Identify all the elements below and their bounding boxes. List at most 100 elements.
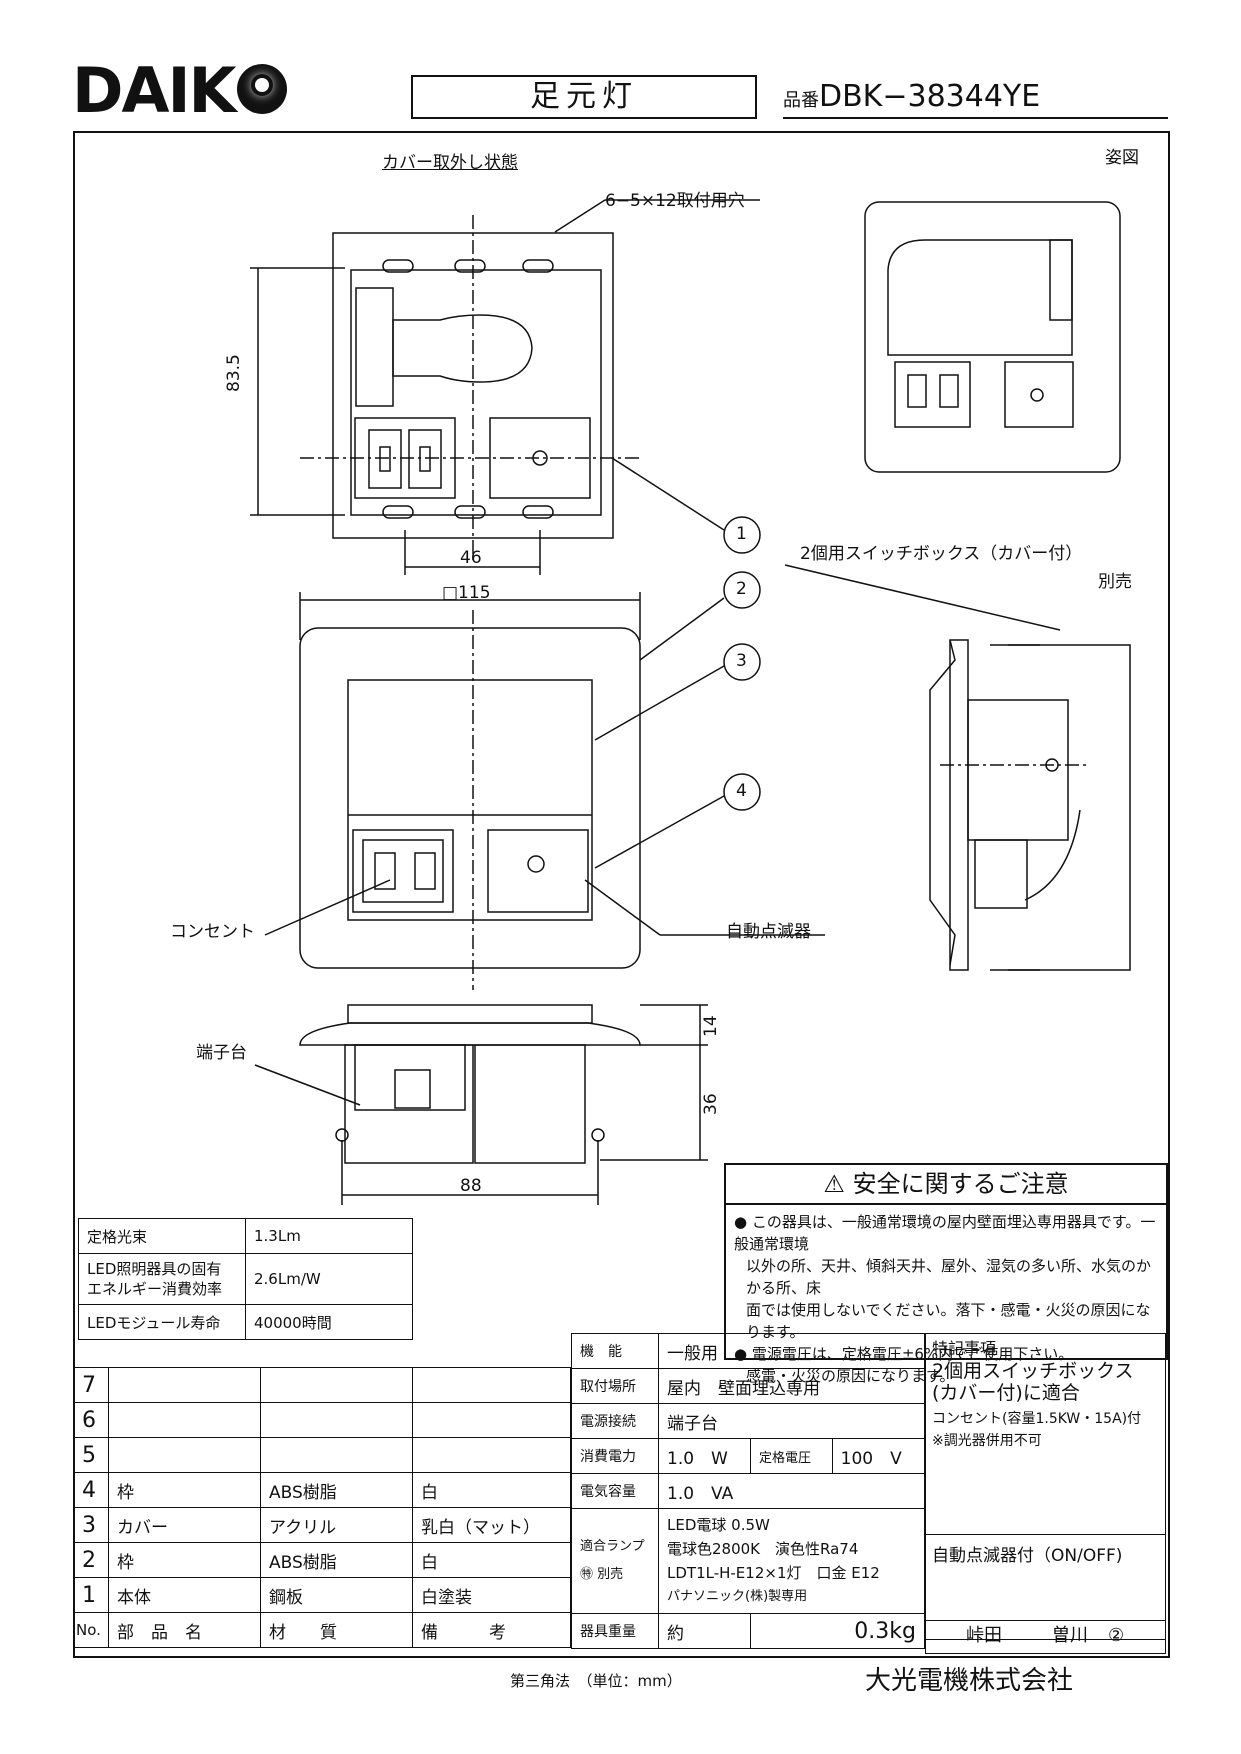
caution-box: ⚠ 安全に関するご注意 ● この器具は、一般通常環境の屋内壁面埋込専用器具です。… xyxy=(724,1163,1168,1385)
auto-switch-label: 自動点滅器 xyxy=(726,922,811,942)
cell: 器具重量 xyxy=(571,1613,659,1649)
signature-row: 峠田 曽川 ② xyxy=(925,1620,1166,1654)
caution-title: ⚠ 安全に関するご注意 xyxy=(726,1165,1166,1205)
dim-46: 46 xyxy=(460,548,482,568)
revision-mark: ② xyxy=(1108,1625,1125,1646)
outlet-label: コンセント xyxy=(170,922,255,942)
cell: 4 xyxy=(73,1472,109,1508)
cell: 2.6Lm/W xyxy=(245,1253,413,1305)
signature-2: 曽川 xyxy=(1052,1625,1088,1646)
top-view-cover-removed xyxy=(300,215,640,560)
cell: 1.0 VA xyxy=(658,1473,925,1509)
switch-box-label: 2個用スイッチボックス（カバー付） xyxy=(800,544,1083,564)
cell: 消費電力 xyxy=(571,1438,659,1474)
cell: 0.3kg xyxy=(750,1613,925,1649)
callout-1: 1 xyxy=(736,524,747,544)
drawing-frame xyxy=(73,131,1170,1658)
cell: 6 xyxy=(73,1402,109,1438)
mounting-holes xyxy=(382,259,554,519)
table-header-row: No.部 品 名材 質備 考 xyxy=(73,1612,571,1648)
company-name: 大光電機株式会社 xyxy=(865,1666,1074,1696)
table-row: 5 xyxy=(73,1437,571,1473)
cell xyxy=(412,1367,571,1403)
cell: 100 V xyxy=(831,1438,926,1474)
cell xyxy=(260,1367,413,1403)
cell: 部 品 名 xyxy=(108,1612,261,1648)
cell xyxy=(108,1437,261,1473)
table-row: 電源接続端子台 xyxy=(571,1403,925,1439)
cell: 電気容量 xyxy=(571,1473,659,1509)
cell: 端子台 xyxy=(658,1403,925,1439)
cell: 鋼板 xyxy=(260,1577,413,1613)
table-row: 取付場所屋内 壁面埋込専用 xyxy=(571,1368,925,1404)
cell: ABS樹脂 xyxy=(260,1542,413,1578)
cell: 定格電圧 xyxy=(750,1438,833,1474)
cell: 本体 xyxy=(108,1577,261,1613)
cell: 機 能 xyxy=(571,1333,659,1369)
cell: カバー xyxy=(108,1507,261,1543)
cell: 材 質 xyxy=(260,1612,413,1648)
cell: 40000時間 xyxy=(245,1304,413,1340)
model-underline xyxy=(783,117,1168,119)
cell: アクリル xyxy=(260,1507,413,1543)
cell: 乳白（マット） xyxy=(412,1507,571,1543)
front-view xyxy=(299,610,641,990)
cell: 電源接続 xyxy=(571,1403,659,1439)
cover-removed-label: カバー取外し状態 xyxy=(382,153,518,173)
cell: 屋内 壁面埋込専用 xyxy=(658,1368,925,1404)
cell: 1 xyxy=(73,1577,109,1613)
dim-115: □115 xyxy=(442,583,491,603)
notes-title: 特記事項 xyxy=(932,1339,997,1358)
callout-4: 4 xyxy=(736,781,747,801)
cell: 取付場所 xyxy=(571,1368,659,1404)
model-number: 品番DBK−38344YE xyxy=(783,79,1041,114)
dim-14: 14 xyxy=(701,1015,721,1037)
cell: 5 xyxy=(73,1437,109,1473)
cell xyxy=(260,1437,413,1473)
logo-sun-icon xyxy=(236,64,287,114)
cell: 1.0 W xyxy=(657,1438,752,1474)
note-line: 自動点滅器付（ON/OFF) xyxy=(926,1534,1165,1577)
terminal-label: 端子台 xyxy=(196,1043,247,1063)
cell xyxy=(108,1367,261,1403)
cell: 2 xyxy=(73,1542,109,1578)
projection-note: 第三角法 （単位：mm） xyxy=(510,1672,682,1690)
note-line: コンセント(容量1.5KW・15A)付 xyxy=(932,1411,1142,1427)
cell: 白塗装 xyxy=(412,1577,571,1613)
perspective-view xyxy=(864,201,1121,473)
signature-1: 峠田 xyxy=(966,1625,1002,1646)
dim-36: 36 xyxy=(701,1093,721,1115)
cell: 約 xyxy=(657,1613,752,1649)
callout-2: 2 xyxy=(736,579,747,599)
cell: 一般用 xyxy=(658,1333,925,1369)
dim-83-5: 83.5 xyxy=(224,354,244,392)
cell: LEDモジュール寿命 xyxy=(78,1304,246,1340)
cell: 枠 xyxy=(108,1472,261,1508)
cell: 枠 xyxy=(108,1542,261,1578)
cell xyxy=(108,1402,261,1438)
cell: 3 xyxy=(73,1507,109,1543)
cell: 白 xyxy=(412,1542,571,1578)
side-view xyxy=(299,1004,641,1164)
product-title: 足元灯 xyxy=(411,75,757,119)
callout-3: 3 xyxy=(736,651,747,671)
note-line: ※調光器併用不可 xyxy=(932,1433,1042,1449)
cell xyxy=(412,1437,571,1473)
cell: 1.3Lm xyxy=(245,1218,413,1254)
